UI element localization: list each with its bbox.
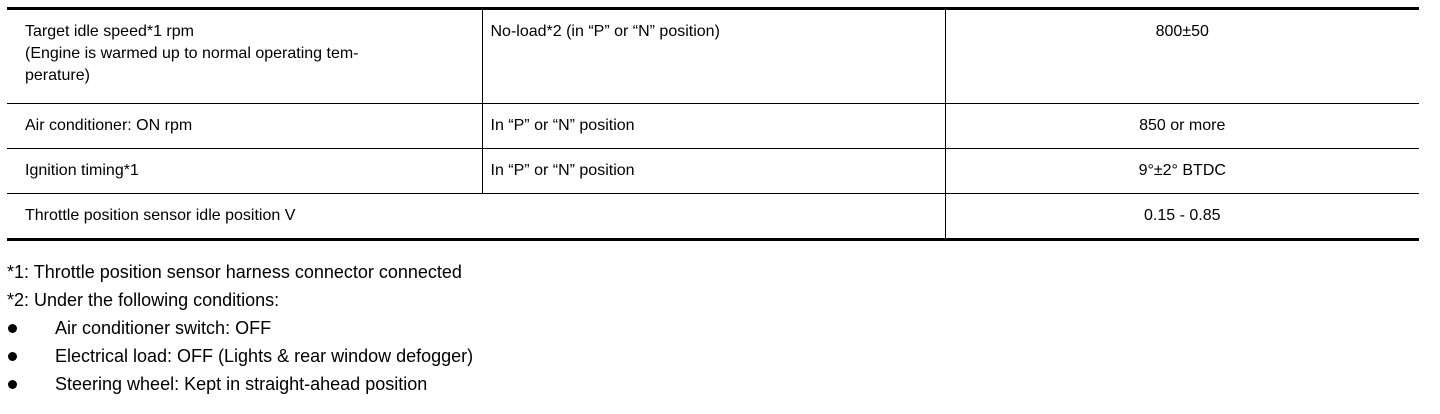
bullet-icon (8, 351, 17, 361)
item-cell: Throttle position sensor idle position V (7, 193, 946, 241)
footnote-1: *1: Throttle position sensor harness con… (7, 262, 462, 282)
item-label: Ignition timing*1 (25, 162, 139, 179)
condition-cell: In “P” or “N” position (481, 103, 946, 149)
list-item: Steering wheel: Kept in straight-ahead p… (7, 370, 473, 398)
table-row: Target idle speed*1 rpm (Engine is warme… (7, 7, 1419, 104)
footnotes: *1: Throttle position sensor harness con… (7, 258, 473, 398)
value-cell: 9°±2° BTDC (944, 148, 1419, 194)
list-item: Electrical load: OFF (Lights & rear wind… (7, 342, 473, 370)
item-cell: Ignition timing*1 (7, 148, 483, 194)
table-row: Throttle position sensor idle position V… (7, 193, 1419, 241)
item-label: perature) (25, 67, 90, 84)
condition-text: In “P” or “N” position (490, 162, 635, 179)
value-cell: 800±50 (944, 7, 1419, 104)
specification-table: Target idle speed*1 rpm (Engine is warme… (7, 7, 1419, 241)
item-cell: Target idle speed*1 rpm (Engine is warme… (7, 7, 483, 104)
condition-item: Steering wheel: Kept in straight-ahead p… (55, 374, 428, 394)
spec-value: 850 or more (1139, 117, 1226, 134)
item-label: Air conditioner: ON rpm (25, 117, 193, 134)
spec-value: 9°±2° BTDC (1138, 162, 1226, 179)
item-label: (Engine is warmed up to normal operating… (25, 45, 359, 62)
spec-value: 0.15 - 0.85 (1144, 207, 1221, 224)
bullet-icon (8, 379, 17, 389)
spec-value: 800±50 (1155, 23, 1209, 40)
value-cell: 850 or more (944, 103, 1419, 149)
condition-text: In “P” or “N” position (490, 117, 635, 134)
footnote-2: *2: Under the following conditions: (7, 290, 280, 310)
value-cell: 0.15 - 0.85 (944, 193, 1419, 241)
item-label: Throttle position sensor idle position V (25, 207, 296, 224)
item-label: Target idle speed*1 rpm (25, 23, 194, 40)
condition-cell: In “P” or “N” position (481, 148, 946, 194)
condition-cell: No-load*2 (in “P” or “N” position) (481, 7, 946, 104)
table-row: Air conditioner: ON rpm In “P” or “N” po… (7, 103, 1419, 149)
condition-text: No-load*2 (in “P” or “N” position) (490, 23, 720, 40)
item-cell: Air conditioner: ON rpm (7, 103, 483, 149)
table-row: Ignition timing*1 In “P” or “N” position… (7, 148, 1419, 194)
bullet-icon (8, 323, 17, 333)
condition-item: Electrical load: OFF (Lights & rear wind… (55, 346, 474, 366)
list-item: Air conditioner switch: OFF (7, 314, 473, 342)
condition-item: Air conditioner switch: OFF (55, 318, 272, 338)
